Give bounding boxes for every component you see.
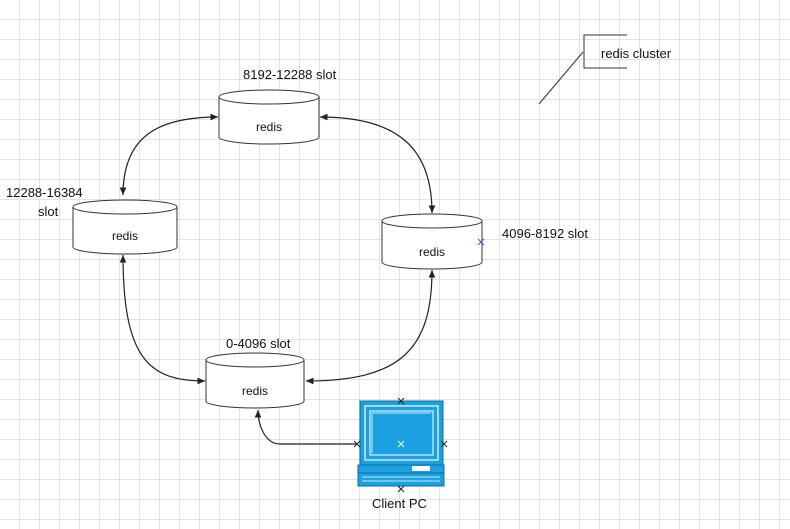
edge-client-bottom [254, 409, 357, 445]
redis-node-top[interactable]: redis [218, 89, 320, 145]
slot-label-top: 8192-12288 slot [243, 67, 337, 82]
client-pc-label: Client PC [372, 496, 427, 511]
redis-node-right[interactable]: redis [381, 213, 483, 270]
edge-bottom-left [119, 254, 206, 385]
selection-handle-right-node [477, 238, 485, 246]
slot-label-left-line1: 12288-16384 [6, 185, 83, 200]
slot-label-right: 4096-8192 slot [502, 226, 589, 241]
slot-label-bottom: 0-4096 slot [226, 336, 291, 351]
redis-node-left[interactable]: redis [72, 199, 178, 255]
redis-node-bottom[interactable]: redis [205, 352, 305, 409]
redis-node-bottom-label: redis [242, 384, 268, 398]
client-pc-handles [353, 397, 448, 493]
annotation-text: redis cluster [601, 46, 672, 61]
slot-label-left-line2: slot [38, 204, 59, 219]
edge-left-top [119, 113, 219, 196]
edge-right-bottom [305, 269, 436, 385]
edge-top-right [319, 113, 436, 214]
client-pc-icon[interactable] [357, 400, 445, 487]
redis-node-left-label: redis [112, 229, 138, 243]
redis-node-top-label: redis [256, 120, 282, 134]
annotation-callout [538, 34, 627, 105]
redis-node-right-label: redis [419, 245, 445, 259]
